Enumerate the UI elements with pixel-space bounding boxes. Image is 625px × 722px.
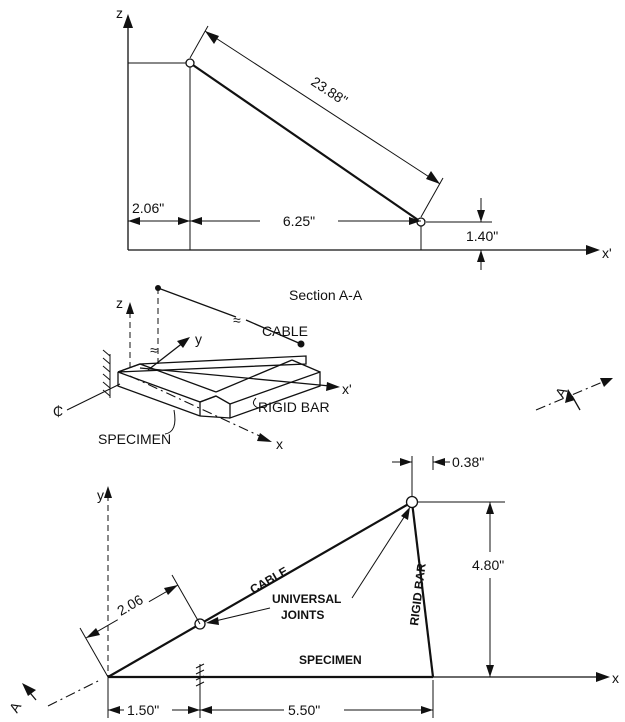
iso-y-arrow <box>177 337 190 348</box>
iso-approx-2: ≈ <box>233 312 241 328</box>
plan-dim-cable-arrow-a <box>86 628 100 638</box>
iso-wall-hatching <box>102 349 111 397</box>
top-dim-height-arrow-b <box>477 250 485 262</box>
iso-z-arrow <box>126 302 134 314</box>
plan-x-label: x <box>612 670 619 686</box>
iso-approx-1: ≈ <box>150 342 158 358</box>
top-dim-height-text: 1.40" <box>466 228 498 244</box>
plan-section-line-right-arrow <box>600 378 613 387</box>
plan-uj-leader-a-arrow <box>206 617 219 625</box>
plan-dim-height-text: 4.80" <box>472 557 504 573</box>
top-dim-offset-text: 2.06" <box>132 200 164 216</box>
plan-dim-cable-ext-a <box>79 627 109 678</box>
iso-bar-top-shade <box>117 355 307 373</box>
top-cable <box>189 62 422 223</box>
iso-y-label: y <box>195 331 202 347</box>
plan-cable <box>107 501 413 678</box>
plan-section-line-right <box>535 380 606 411</box>
top-dim-cable-arrow-b <box>426 171 440 184</box>
plan-uj-label-2: JOINTS <box>281 608 324 622</box>
top-dim-cable-bg <box>291 59 369 121</box>
plan-joint-top <box>405 495 419 509</box>
plan-grip-hatch <box>195 663 205 687</box>
top-view: z x' 23.88" 2.06" 6.25" <box>116 5 612 270</box>
plan-section-arrow-left-head <box>22 683 36 696</box>
top-upper-joint <box>185 58 195 68</box>
plan-dim-cable-arrow-b <box>164 585 178 595</box>
iso-cable-label: CABLE <box>262 323 308 339</box>
plan-dim-top-arrow-b <box>433 458 445 466</box>
plan-section-marker-left: A <box>6 699 25 716</box>
plan-dim-right-arrow-a <box>200 706 212 714</box>
top-dim-cable-arrow-a <box>205 31 219 44</box>
iso-cable-joint <box>297 340 305 348</box>
plan-y-label: y <box>97 487 104 503</box>
plan-uj-label-1: UNIVERSAL <box>272 592 341 606</box>
plan-dim-right-text: 5.50" <box>288 702 320 718</box>
plan-x-arrow <box>596 672 610 682</box>
iso-specimen <box>117 363 217 417</box>
plan-dim-cable-ext-b <box>171 574 201 625</box>
iso-x-label: x <box>276 436 283 452</box>
top-dim-offset-arrow-a <box>128 217 140 225</box>
iso-specimen-leader <box>164 409 176 435</box>
plan-dim-right-arrow-b <box>421 706 433 714</box>
top-dim-span-text: 6.25" <box>283 213 315 229</box>
section-title: Section A-A <box>289 287 363 303</box>
top-dim-cable-line <box>204 30 441 185</box>
plan-uj-leader-a <box>210 607 271 623</box>
plan-dim-height-arrow-b <box>486 665 494 677</box>
plan-rigid-bar <box>410 501 435 678</box>
plan-uj-leader-b-arrow <box>401 507 410 520</box>
iso-centerline-leader <box>66 383 121 411</box>
plan-y-arrow <box>104 486 112 498</box>
iso-x-arrow <box>257 433 272 442</box>
plan-section-arrow-right-head <box>565 389 575 403</box>
iso-rigid-bar-label: RIGID BAR <box>258 399 330 415</box>
iso-rigid-bar-leader <box>252 397 259 409</box>
iso-xprime-label: x' <box>342 381 352 397</box>
top-dim-span-arrow-a <box>190 217 202 225</box>
plan-dim-top-arrow-a <box>400 458 412 466</box>
top-dim-offset-arrow-b <box>178 217 190 225</box>
iso-z-label: z <box>116 295 123 311</box>
plan-uj-leader-b <box>351 510 409 599</box>
plan-dim-left-arrow-b <box>188 706 200 714</box>
top-xprime-axis-arrow <box>586 245 600 255</box>
plan-dim-cable-bg <box>109 588 151 622</box>
plan-dim-height-arrow-a <box>486 502 494 514</box>
iso-rigid-bar <box>199 359 321 419</box>
iso-y-axis <box>147 341 185 371</box>
top-lower-joint <box>416 217 426 227</box>
iso-xprime-arrow <box>326 382 340 391</box>
iso-x-axis <box>129 375 265 439</box>
plan-dim-left-arrow-a <box>108 706 120 714</box>
top-xprime-label: x' <box>602 245 612 261</box>
top-z-label: z <box>116 5 123 21</box>
plan-dim-top-text: 0.38" <box>452 454 484 470</box>
top-ext-lower <box>420 177 444 218</box>
top-z-axis-arrow <box>123 14 133 28</box>
iso-cable-a <box>157 287 237 318</box>
iso-view: z ≈ ≈ CABLE y x' x <box>53 285 352 452</box>
plan-view: y x CABLE SPECIMEN RIGID BAR UNIVERSAL J… <box>6 378 619 718</box>
plan-dim-left-text: 1.50" <box>127 702 159 718</box>
top-dim-height-arrow-a <box>477 210 485 222</box>
iso-specimen-label: SPECIMEN <box>98 431 171 447</box>
top-dim-span-arrow-b <box>409 217 421 225</box>
iso-xprime-axis <box>139 367 331 387</box>
plan-specimen-label: SPECIMEN <box>299 653 362 667</box>
iso-centerline-symbol: ₵ <box>53 403 63 419</box>
iso-cable-b <box>245 319 302 345</box>
plan-section-line-left <box>47 679 101 707</box>
